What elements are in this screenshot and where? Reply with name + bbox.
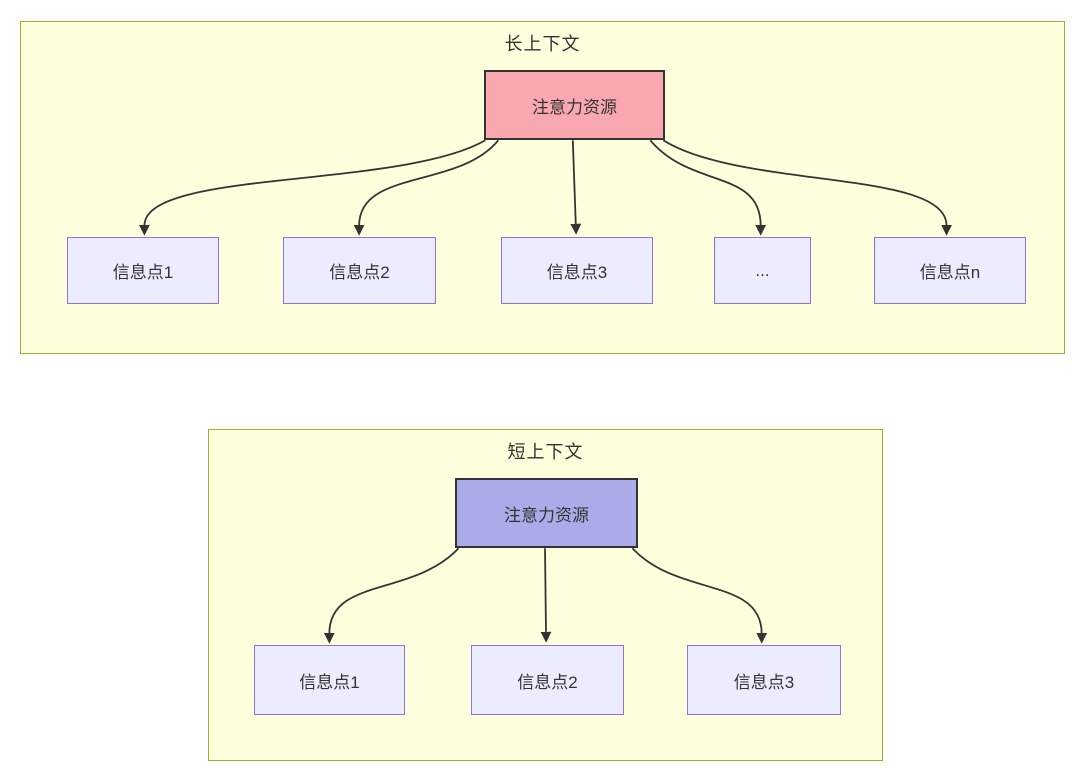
edge-arrow [353,139,499,236]
info-node: 信息点n [874,237,1026,304]
edge-arrow [323,547,460,644]
attention-resource-node-long: 注意力资源 [484,70,665,140]
info-node: 信息点2 [471,645,624,715]
info-node: 信息点1 [67,237,219,304]
short-context-group: 短上下文 注意力资源 信息点1 信息点2 信息点3 [208,429,883,761]
edge-arrow [570,140,582,235]
info-node: 信息点3 [687,645,841,715]
long-context-title: 长上下文 [504,34,581,54]
attention-resource-node-short: 注意力资源 [455,478,638,548]
edge-arrow [649,139,767,236]
info-node: 信息点2 [283,237,436,304]
long-context-group: 长上下文 注意力资源 信息点1 信息点2 信息点3 ... 信息点n [20,21,1065,354]
edge-arrow [138,139,486,236]
edge-arrow [662,139,953,236]
info-node: 信息点3 [501,237,653,304]
edge-arrow [540,548,552,643]
info-node-ellipsis: ... [714,237,811,304]
edge-arrow [631,547,768,644]
short-context-title: 短上下文 [507,442,584,462]
info-node: 信息点1 [254,645,405,715]
